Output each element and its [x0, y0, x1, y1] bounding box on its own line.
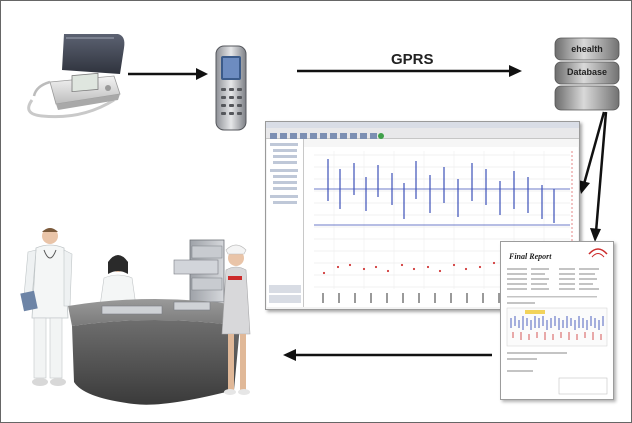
standing-nurse-figure — [221, 244, 251, 395]
report-title: Final Report — [509, 252, 552, 261]
final-report-document: Final Report — [500, 241, 614, 400]
gprs-label: GPRS — [391, 51, 434, 68]
doctor-figure — [20, 228, 73, 386]
database-icon: ehealth Database — [553, 34, 621, 114]
window-toolbar — [266, 128, 579, 139]
blood-pressure-monitor-icon — [27, 34, 125, 119]
report-logo-icon — [588, 248, 608, 258]
mobile-phone-icon — [215, 45, 247, 131]
filing-cabinet — [173, 239, 225, 303]
arrow-report-to-staff — [283, 349, 492, 361]
reception-desk — [68, 299, 244, 405]
arrows-database-to-outputs — [578, 111, 608, 242]
database-label-line1: ehealth — [571, 44, 603, 54]
database-label-line2: Database — [566, 67, 608, 77]
window-tree-panel — [267, 139, 304, 307]
seated-nurse-figure — [99, 255, 137, 307]
medical-staff-illustration — [20, 228, 251, 405]
arrow-phone-to-database — [297, 65, 522, 77]
arrow-monitor-to-phone — [128, 68, 208, 80]
window-chart-area — [304, 139, 578, 307]
monitoring-software-screenshot — [265, 121, 580, 310]
report-body — [506, 268, 608, 395]
